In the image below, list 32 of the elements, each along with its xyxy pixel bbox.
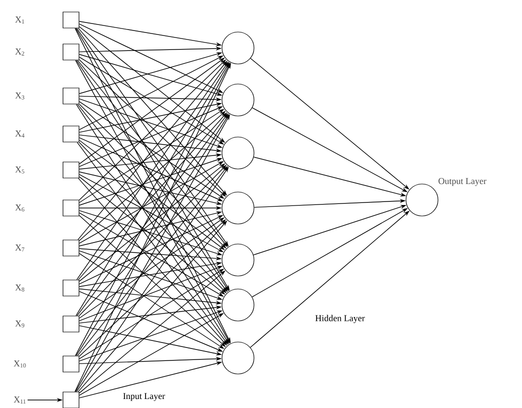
neuron-circle bbox=[222, 244, 254, 276]
input-label: X$_{5}$ bbox=[14, 166, 26, 174]
input-box bbox=[62, 126, 80, 142]
input-box bbox=[62, 392, 80, 408]
input-box bbox=[62, 162, 80, 178]
input-label: X$_{2}$ bbox=[14, 48, 26, 56]
neuron-circle bbox=[222, 342, 254, 374]
input-box bbox=[62, 88, 80, 104]
input-label: X$_{6}$ bbox=[14, 204, 26, 212]
input-label: X$_{8}$ bbox=[14, 284, 26, 292]
input-label: X$_{3}$ bbox=[14, 92, 26, 100]
neuron-circle bbox=[222, 32, 254, 64]
input-label: X$_{9}$ bbox=[14, 320, 26, 328]
input-box bbox=[62, 44, 80, 60]
layer-label: Input Layer bbox=[122, 392, 166, 402]
input-label: X$_{7}$ bbox=[14, 244, 26, 252]
input-box bbox=[62, 316, 80, 332]
layer-label: Output Layer bbox=[438, 178, 486, 186]
input-label: X$_{4}$ bbox=[14, 130, 26, 138]
neuron-circle bbox=[222, 84, 254, 116]
layer-label: Hidden Layer bbox=[314, 314, 366, 324]
input-box bbox=[62, 240, 80, 256]
neuron-circle bbox=[222, 288, 254, 322]
input-label: X$_{1}$ bbox=[14, 16, 26, 24]
neuron-circle bbox=[222, 192, 254, 224]
input-label: X$_{11}$ bbox=[14, 396, 26, 404]
neuron-circle bbox=[222, 136, 254, 170]
input-box bbox=[62, 356, 80, 372]
input-box bbox=[62, 12, 80, 28]
input-box bbox=[62, 200, 80, 216]
input-box bbox=[62, 280, 80, 296]
input-label: X$_{10}$ bbox=[12, 360, 28, 368]
